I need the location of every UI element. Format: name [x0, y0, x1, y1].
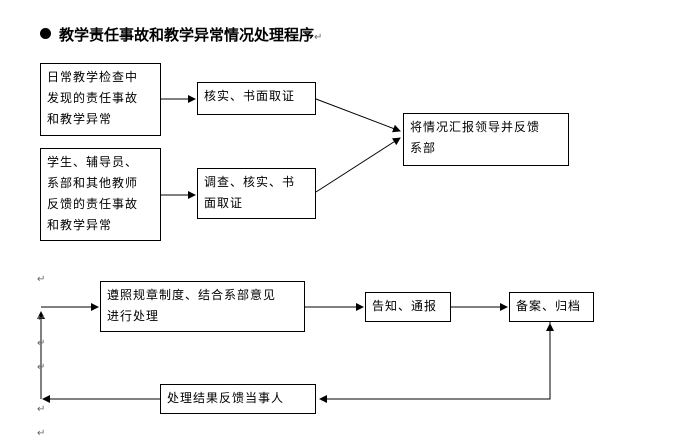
- box-notify: 告知、通报: [365, 292, 451, 322]
- box-people-feedback: 学生、辅导员、 系部和其他教师 反馈的责任事故 和教学异常: [40, 148, 161, 241]
- box-result-feedback: 处理结果反馈当事人: [160, 384, 316, 414]
- box-investigate: 调查、核实、书 面取证: [197, 168, 316, 219]
- arrow-verify-to-report: [315, 98, 401, 133]
- page-title: 教学责任事故和教学异常情况处理程序↵: [40, 24, 322, 45]
- box-report-feedback: 将情况汇报领导并反馈 系部: [403, 113, 569, 166]
- box-verify-written: 核实、书面取证: [197, 82, 316, 115]
- bullet-icon: [40, 28, 51, 39]
- box-check-discovery: 日常教学检查中 发现的责任事故 和教学异常: [40, 63, 161, 136]
- paragraph-mark: ↵: [37, 338, 46, 349]
- paragraph-mark: ↵: [37, 404, 46, 415]
- box-handle-rules: 遵照规章制度、结合系部意见 进行处理: [100, 281, 305, 332]
- arrow-investigate-to-report: [315, 137, 401, 193]
- paragraph-mark: ↵: [37, 362, 46, 373]
- paragraph-mark: ↵: [37, 274, 46, 285]
- paragraph-mark: ↵: [37, 313, 46, 324]
- box-archive: 备案、归档: [509, 292, 594, 322]
- connector-archive-down: [319, 322, 551, 403]
- page-title-text: 教学责任事故和教学异常情况处理程序: [59, 26, 315, 44]
- paragraph-mark: ↵: [37, 428, 46, 439]
- paragraph-mark: ↵: [314, 32, 323, 43]
